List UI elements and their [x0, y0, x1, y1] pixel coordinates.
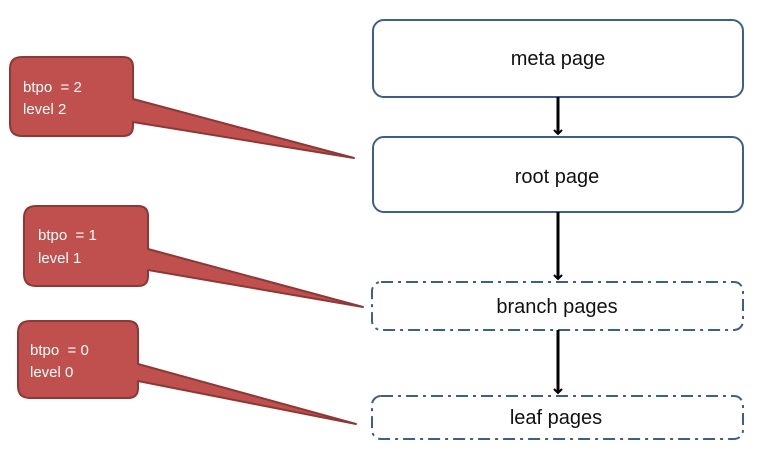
callout-level-1-line2: level 1: [38, 250, 81, 267]
node-leaf-pages-box: [371, 395, 744, 440]
node-root-page-label: root page: [515, 166, 600, 188]
node-meta-page: meta page: [372, 19, 744, 98]
callout-level-2-line2: level 2: [23, 101, 66, 118]
callout-level-1: btpo = 1 level 1: [23, 205, 364, 308]
callout-level-2-line1: btpo = 2: [23, 79, 82, 96]
callout-level-1-line1: btpo = 1: [38, 227, 97, 244]
callout-level-1-shape: [23, 205, 364, 308]
node-leaf-pages: leaf pages: [371, 395, 744, 440]
callout-level-2-shape: [9, 56, 355, 159]
callout-level-0: btpo = 0 level 0: [17, 320, 357, 425]
node-leaf-pages-label: leaf pages: [510, 407, 602, 429]
node-branch-pages: branch pages: [371, 281, 744, 331]
node-branch-pages-box: [371, 281, 744, 331]
node-meta-page-label: meta page: [511, 48, 606, 70]
callout-level-0-shape: [17, 320, 357, 425]
callout-level-0-line1: btpo = 0: [30, 342, 89, 359]
callout-level-2: btpo = 2 level 2: [9, 56, 355, 159]
callout-level-0-line2: level 0: [30, 364, 73, 381]
node-root-page: root page: [372, 136, 744, 213]
node-branch-pages-label: branch pages: [496, 296, 617, 318]
